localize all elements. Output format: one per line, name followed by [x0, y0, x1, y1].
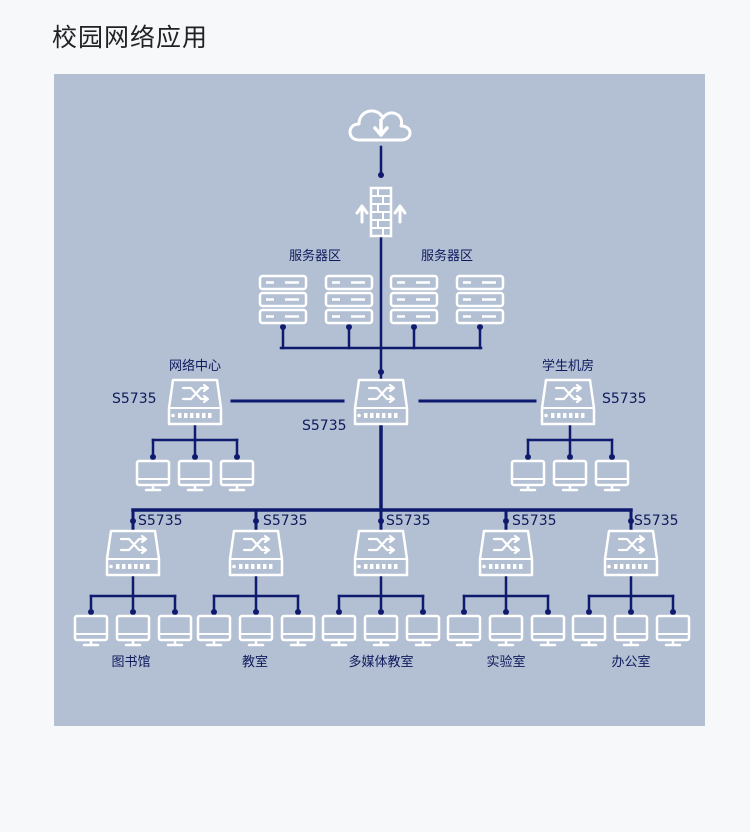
connector-dot	[420, 609, 426, 615]
switch-icon	[353, 529, 409, 577]
connector-dot	[411, 324, 417, 330]
switch-icon	[603, 529, 659, 577]
monitor-icon	[594, 459, 630, 492]
branch-label-1: 图书馆	[111, 655, 150, 670]
connector-dot	[628, 609, 634, 615]
connector-dot	[378, 518, 384, 524]
switch-icon	[228, 529, 284, 577]
core-switch-model: S5735	[302, 418, 347, 434]
connector-dot	[378, 172, 384, 178]
switch-icon	[105, 529, 161, 577]
monitor-icon	[135, 459, 171, 492]
connector-dot	[253, 609, 259, 615]
monitor-icon	[196, 614, 232, 647]
branch-model-2: S5735	[263, 513, 308, 529]
monitor-icon	[446, 614, 482, 647]
monitor-icon	[219, 459, 255, 492]
connector-dot	[130, 518, 136, 524]
monitor-icon	[238, 614, 274, 647]
monitor-icon	[177, 459, 213, 492]
monitor-icon	[510, 459, 546, 492]
switch-icon	[540, 378, 596, 426]
connector-dot	[628, 518, 634, 524]
connector-dot	[88, 609, 94, 615]
monitor-icon	[552, 459, 588, 492]
network-center-model: S5735	[112, 391, 157, 407]
connector-dot	[378, 369, 384, 375]
connector-dot	[280, 324, 286, 330]
connection-lines	[88, 145, 676, 616]
diagram-panel	[54, 74, 705, 726]
connector-dot	[545, 609, 551, 615]
connector-dot	[150, 454, 156, 460]
monitor-icon	[405, 614, 441, 647]
connector-dot	[211, 609, 217, 615]
connector-dot	[172, 609, 178, 615]
student-lab-label: 学生机房	[542, 358, 594, 374]
connector-dot	[253, 518, 259, 524]
server-icon	[455, 274, 505, 325]
branch-model-1: S5735	[138, 513, 183, 529]
connector-dot	[234, 454, 240, 460]
connector-dot	[130, 609, 136, 615]
connector-dot	[477, 324, 483, 330]
server-icon	[389, 274, 439, 325]
monitor-icon	[157, 614, 193, 647]
connector-dot	[670, 609, 676, 615]
branch-label-4: 实验室	[486, 654, 525, 670]
monitor-icon	[530, 614, 566, 647]
labels: 服务器区 服务器区 网络中心 S5735 学生机房 S5735 S5735 S5…	[111, 248, 678, 670]
connector-dot	[567, 454, 573, 460]
branch-label-3: 多媒体教室	[348, 654, 413, 670]
network-center-label: 网络中心	[169, 358, 221, 374]
switch-icon	[167, 378, 223, 426]
monitor-icon	[488, 614, 524, 647]
server-icon	[324, 274, 374, 325]
switch-icon	[353, 378, 409, 426]
branch-label-2: 教室	[242, 654, 268, 670]
branch-model-5: S5735	[634, 513, 679, 529]
connector-dot	[295, 609, 301, 615]
connector-dot	[609, 454, 615, 460]
page-title: 校园网络应用	[52, 23, 209, 52]
connector-dot	[503, 518, 509, 524]
connector-dot	[336, 609, 342, 615]
monitor-icon	[571, 614, 607, 647]
server-zone-label-2: 服务器区	[421, 248, 473, 264]
connector-dot	[378, 609, 384, 615]
connector-dot	[586, 609, 592, 615]
server-zone-label-1: 服务器区	[289, 248, 341, 264]
monitor-icon	[73, 614, 109, 647]
connector-dot	[461, 609, 467, 615]
monitor-icon	[655, 614, 691, 647]
switch-icon	[478, 529, 534, 577]
monitor-icon	[363, 614, 399, 647]
connector-dot	[192, 454, 198, 460]
monitor-icon	[280, 614, 316, 647]
connector-dot	[503, 609, 509, 615]
connector-dot	[525, 454, 531, 460]
monitor-icon	[613, 614, 649, 647]
student-lab-model: S5735	[602, 391, 647, 407]
cloud-icon	[348, 109, 412, 142]
monitor-icon	[321, 614, 357, 647]
branch-model-4: S5735	[512, 513, 557, 529]
branch-label-5: 办公室	[611, 654, 650, 670]
server-icon	[258, 274, 308, 325]
device-icons	[73, 109, 691, 647]
branch-model-3: S5735	[386, 513, 431, 529]
firewall-icon	[355, 186, 407, 238]
connector-dot	[346, 324, 352, 330]
monitor-icon	[115, 614, 151, 647]
